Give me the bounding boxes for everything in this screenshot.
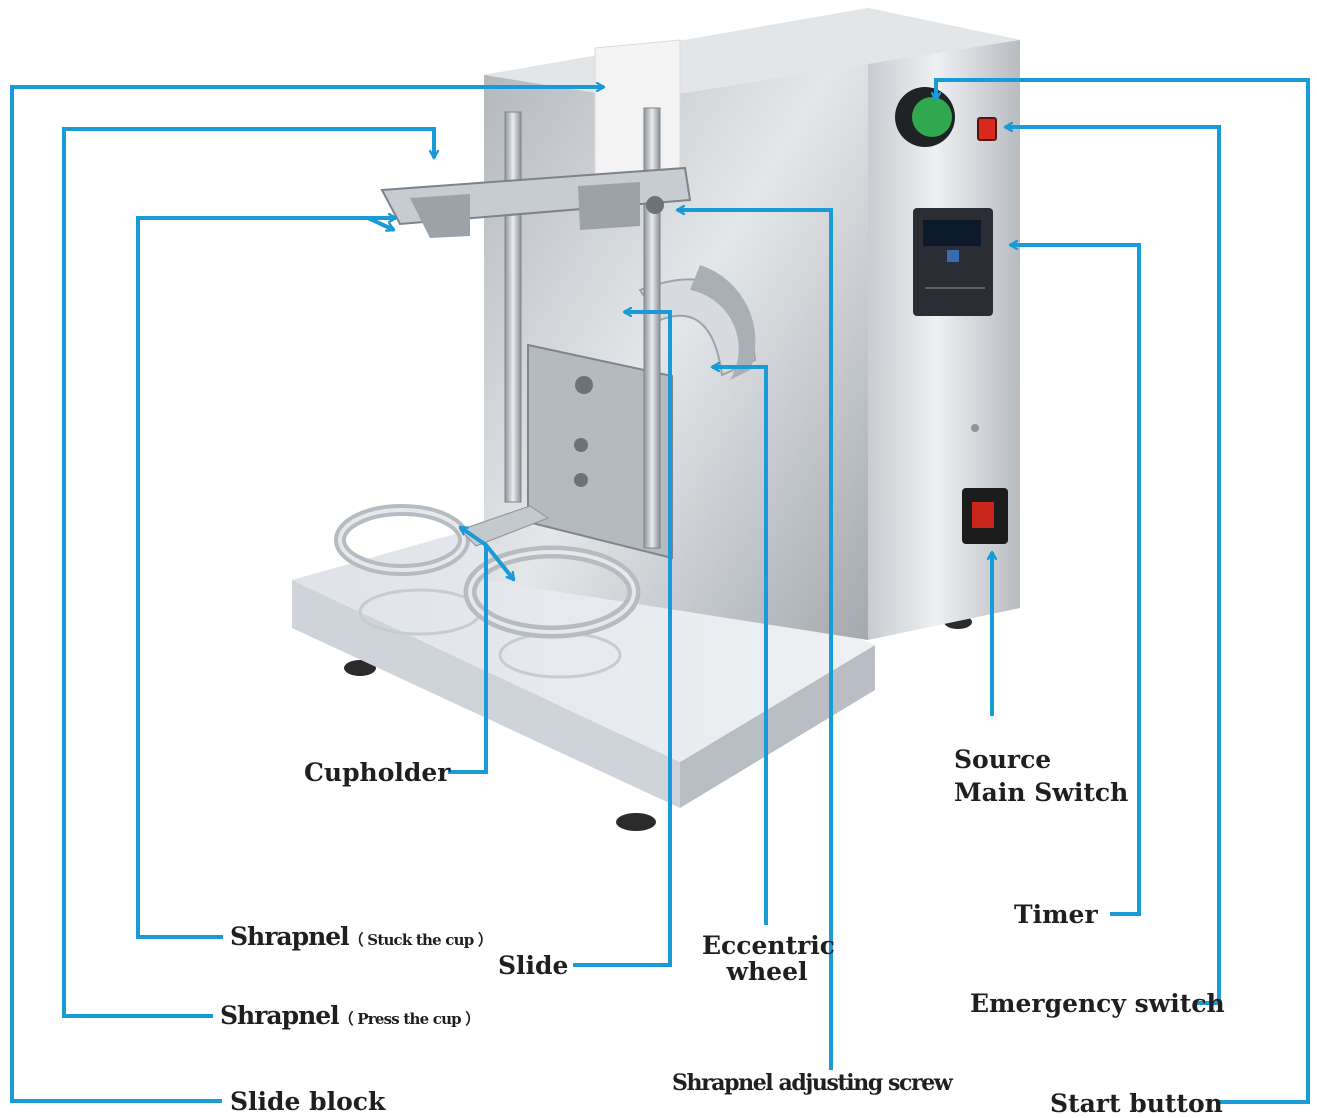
leader-cupholder — [448, 525, 488, 774]
label-slide: Slide — [498, 951, 569, 980]
leader-emergency-switch — [1005, 127, 1221, 1005]
label-start-button: Start button — [1050, 1089, 1223, 1118]
eccentric-wheel-graphic — [638, 265, 757, 380]
leader-shrapnel-press — [62, 127, 434, 1018]
label-shrapnel-press-note: （ Press the cup ） — [338, 1010, 481, 1028]
label-emergency-switch: Emergency switch — [970, 989, 1225, 1018]
machine-foot — [344, 660, 376, 676]
label-shrapnel-adjusting-screw: Shrapnel adjusting screw — [672, 1070, 953, 1096]
label-shrapnel-press-name: Shrapnel — [220, 1001, 340, 1030]
emergency-switch-graphic — [977, 117, 997, 141]
label-source-main-switch: Source Main Switch — [954, 744, 1128, 809]
shrapnel-clamp-graphic — [380, 166, 692, 238]
label-eccentric-wheel-line2: wheel — [726, 957, 808, 987]
cupholder-rings-graphic — [334, 504, 641, 639]
leader-cupholder-2 — [484, 543, 516, 582]
leader-eccentric-wheel — [712, 367, 768, 925]
timer-panel-graphic — [913, 208, 993, 316]
label-eccentric-wheel: Eccentric wheel — [702, 931, 836, 987]
label-shrapnel-stuck: Shrapnel（ Stuck the cup ） — [230, 922, 493, 951]
leader-slide-block — [10, 87, 604, 1103]
label-shrapnel-press: Shrapnel（ Press the cup ） — [220, 1001, 481, 1030]
side-screw — [971, 424, 979, 432]
leader-lines — [10, 78, 1310, 1104]
leader-start-button — [936, 78, 1310, 1104]
leader-shrapnel-screw — [677, 210, 833, 1070]
label-shrapnel-stuck-name: Shrapnel — [230, 922, 350, 951]
leader-shrapnel-stuck-2 — [367, 216, 394, 230]
leader-slide — [573, 312, 672, 967]
machine-foot — [616, 813, 656, 831]
main-switch-graphic — [962, 488, 1008, 544]
guide-rod-right — [643, 107, 661, 549]
guide-rod-left — [504, 111, 522, 503]
label-eccentric-wheel-line1: Eccentric — [702, 931, 836, 960]
leader-timer — [1010, 245, 1141, 916]
label-shrapnel-stuck-note: （ Stuck the cup ） — [348, 931, 493, 949]
leader-shrapnel-stuck — [136, 218, 396, 939]
label-slide-block: Slide block — [230, 1087, 386, 1116]
label-source-main-switch-line1: Source — [954, 745, 1052, 774]
label-timer: Timer — [1014, 900, 1098, 929]
label-cupholder: Cupholder — [304, 758, 451, 787]
machine-illustration — [292, 8, 1020, 831]
start-button-graphic — [895, 87, 955, 147]
label-source-main-switch-line2: Main Switch — [954, 777, 1129, 807]
